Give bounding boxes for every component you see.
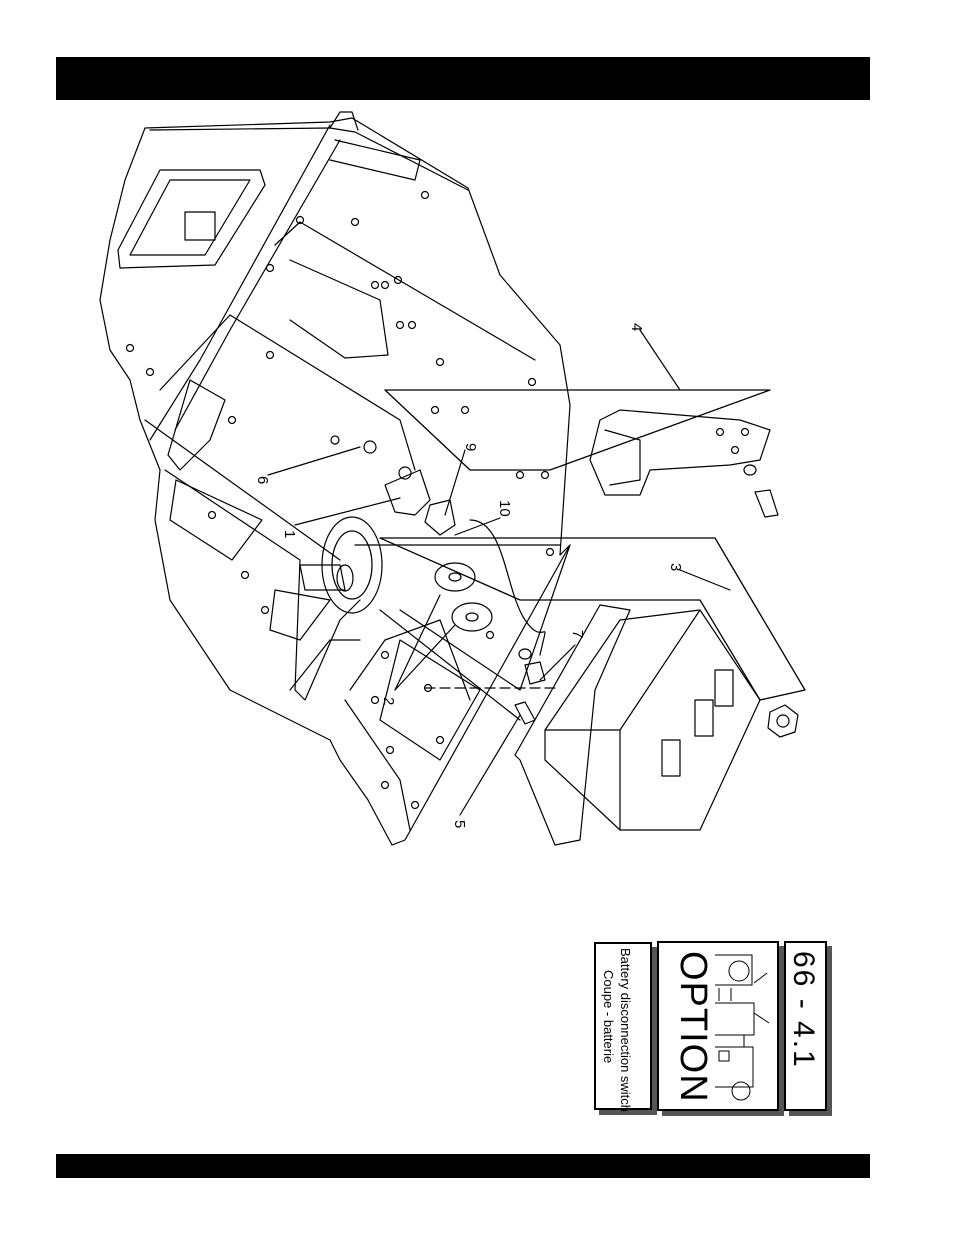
section-code: 66 - 4.1 — [786, 951, 820, 1069]
callout-2: 2 — [380, 697, 397, 705]
description-fr: Coupe - batterie — [600, 948, 617, 1112]
callout-5: 5 — [451, 820, 468, 828]
callout-6: 6 — [254, 476, 271, 484]
plate-9 — [385, 390, 770, 470]
chassis-outline — [100, 118, 570, 845]
description-label: Battery disconnection switch Coupe - bat… — [594, 942, 652, 1110]
callout-3: 3 — [667, 563, 684, 571]
callout-10: 10 — [496, 500, 513, 517]
option-label-box: OPTION — [657, 941, 779, 1111]
description-en: Battery disconnection switch — [617, 948, 634, 1112]
callout-1: 1 — [281, 530, 298, 538]
option-label: OPTION — [671, 949, 715, 1105]
callout-4: 4 — [628, 323, 645, 331]
section-code-box: 66 - 4.1 — [784, 941, 827, 1111]
battery-tray — [515, 605, 630, 845]
switch-1 — [385, 470, 430, 515]
callout-9: 9 — [462, 443, 479, 451]
callout-7: 7 — [569, 630, 586, 638]
battery — [545, 610, 760, 830]
